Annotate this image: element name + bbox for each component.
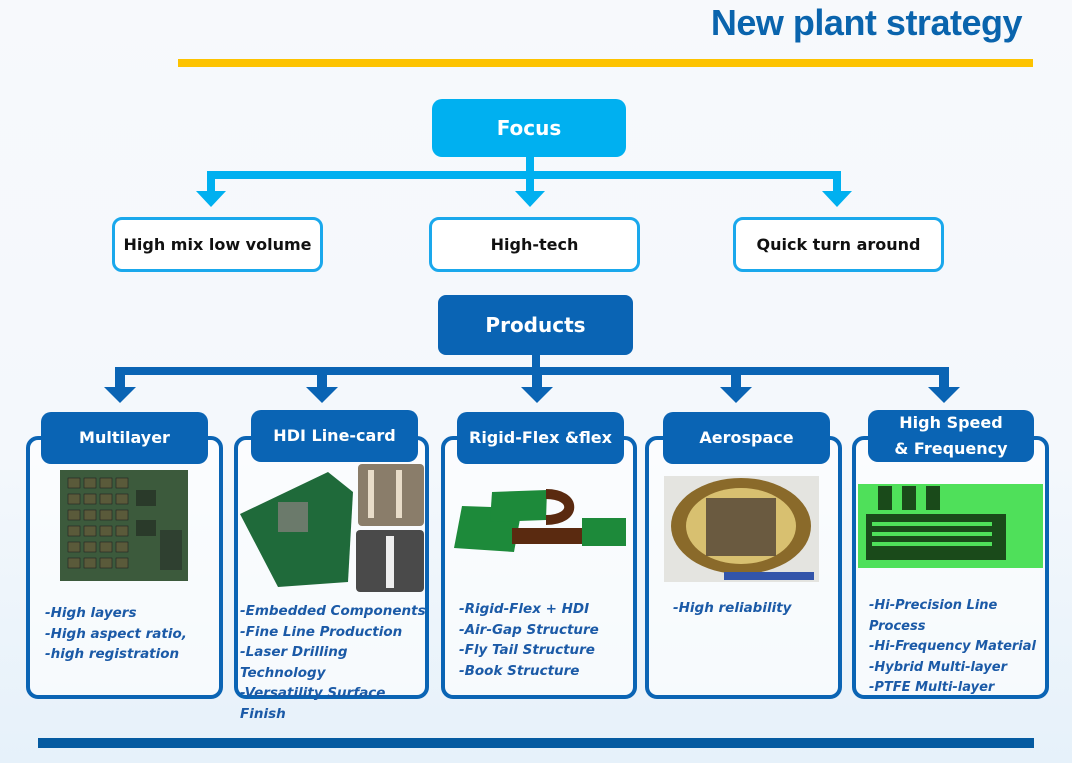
feature-item: -high registration <box>45 646 180 662</box>
product-arrow-stem-4 <box>731 367 741 389</box>
feature-item: -Versatility Surface Finish <box>240 685 386 722</box>
feature-item: -Hybrid Multi-layer <box>869 659 1007 675</box>
feature-item: -Book Structure <box>459 662 580 679</box>
focus-arrow-head-1 <box>196 191 226 207</box>
product-arrow-head-4 <box>720 387 752 403</box>
product-arrow-head-2 <box>306 387 338 403</box>
product-tab-high-speed: High Speed & Frequency <box>868 410 1034 462</box>
focus-arrow-head-3 <box>822 191 852 207</box>
high-speed-features: -Hi-Precision Line Process -Hi-Frequency… <box>869 596 1049 699</box>
product-tab-hdi: HDI Line-card <box>251 410 418 462</box>
aerospace-features: -High reliability <box>673 598 833 619</box>
feature-item: -Air-Gap Structure <box>459 621 599 638</box>
high-frequency-pcb-photo <box>858 484 1043 568</box>
page-title: New plant strategy <box>710 2 1023 43</box>
product-arrow-head-1 <box>104 387 136 403</box>
focus-node: Focus <box>432 99 626 157</box>
connector-arrows <box>104 157 960 403</box>
product-tab-multilayer: Multilayer <box>41 412 208 464</box>
tab-title-line2: & Frequency <box>894 439 1008 458</box>
feature-item: -Hi-Precision Line Process <box>869 598 998 634</box>
focus-connectors <box>196 157 852 207</box>
feature-item: -High aspect ratio, <box>45 625 187 642</box>
focus-arrow-stem-1 <box>207 171 215 193</box>
feature-item: -Fine Line Production <box>240 623 403 640</box>
pcb-image-icon <box>240 464 424 592</box>
products-node: Products <box>438 295 633 355</box>
pcb-image-icon <box>60 470 188 581</box>
hdi-pcb-photo <box>238 462 426 594</box>
feature-item: -Embedded Components <box>240 603 426 619</box>
focus-arrow-stem-3 <box>833 171 841 193</box>
pcb-image-icon <box>664 476 819 582</box>
tab-title-line1: High Speed <box>899 413 1003 432</box>
product-arrow-stem-2 <box>317 367 327 389</box>
product-arrow-head-3 <box>521 387 553 403</box>
aerospace-pcb-photo <box>664 476 819 582</box>
product-card-rigid-flex <box>441 436 637 699</box>
feature-item: -High reliability <box>673 600 792 616</box>
product-connectors <box>104 354 960 403</box>
focus-arrow-head-2 <box>515 191 545 207</box>
product-tab-aerospace: Aerospace <box>663 412 830 464</box>
feature-item: -Laser Drilling Technology <box>240 644 348 681</box>
focus-item-high-tech: High-tech <box>429 217 640 272</box>
focus-item-high-mix: High mix low volume <box>112 217 323 272</box>
pcb-image-icon <box>858 484 1043 568</box>
hdi-features: -Embedded Components -Fine Line Producti… <box>240 601 430 724</box>
focus-item-quick-turn: Quick turn around <box>733 217 944 272</box>
product-arrow-stem-3 <box>532 367 542 389</box>
rigid-flex-features: -Rigid-Flex + HDI -Air-Gap Structure -Fl… <box>459 599 634 681</box>
feature-item: -PTFE Multi-layer <box>869 680 995 695</box>
title-underline <box>178 59 1033 67</box>
rigid-flex-pcb-photo <box>452 488 628 554</box>
product-tab-rigid-flex: Rigid-Flex &flex <box>457 412 624 464</box>
product-arrow-stem-5 <box>939 367 949 389</box>
feature-item: -Fly Tail Structure <box>459 642 595 658</box>
feature-item: -High layers <box>45 605 137 621</box>
feature-item: -Hi-Frequency Material <box>869 639 1036 654</box>
focus-branch-line <box>207 171 841 179</box>
multilayer-features: -High layers -High aspect ratio, -high r… <box>45 603 215 665</box>
feature-item: -Rigid-Flex + HDI <box>459 601 590 617</box>
products-stem <box>532 354 540 370</box>
multilayer-pcb-photo <box>60 470 188 581</box>
pcb-image-icon <box>454 489 626 552</box>
product-arrow-head-5 <box>928 387 960 403</box>
product-arrow-stem-1 <box>115 367 125 389</box>
focus-stem <box>526 157 534 177</box>
footer-bar <box>38 738 1034 748</box>
focus-arrow-stem-2 <box>526 171 534 193</box>
